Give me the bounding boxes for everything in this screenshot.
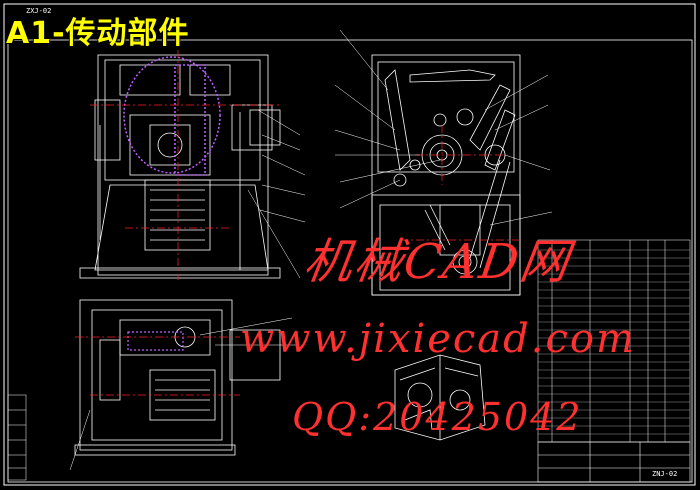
front-view-leaders — [247, 109, 306, 279]
drawing-frame — [3, 3, 696, 486]
drawing-title: A1-传动部件 — [6, 16, 190, 51]
front-view-centerlines — [90, 50, 280, 280]
title-block-drawing-no: ZNJ-02 — [652, 470, 678, 478]
front-view-highlight — [123, 56, 221, 176]
front-view — [79, 54, 281, 279]
drawing-tag: ZXJ-02 — [26, 7, 52, 15]
title-block — [537, 441, 691, 483]
watermark-url: www.jixiecad.com — [240, 316, 636, 362]
watermark-site-name: 机械CAD网 — [300, 234, 575, 290]
side-view-leaders — [334, 29, 553, 226]
revision-block — [7, 394, 27, 481]
bill-of-materials — [537, 239, 691, 443]
isometric-sketch — [394, 354, 486, 441]
plan-view-highlight — [127, 331, 184, 351]
side-view — [371, 54, 521, 296]
watermark-qq: QQ:20425042 — [292, 395, 583, 439]
side-view-centerlines — [400, 125, 520, 241]
plan-view-centerlines — [75, 336, 240, 396]
plan-view-leaders — [69, 317, 296, 471]
bom-rows — [538, 249, 690, 435]
